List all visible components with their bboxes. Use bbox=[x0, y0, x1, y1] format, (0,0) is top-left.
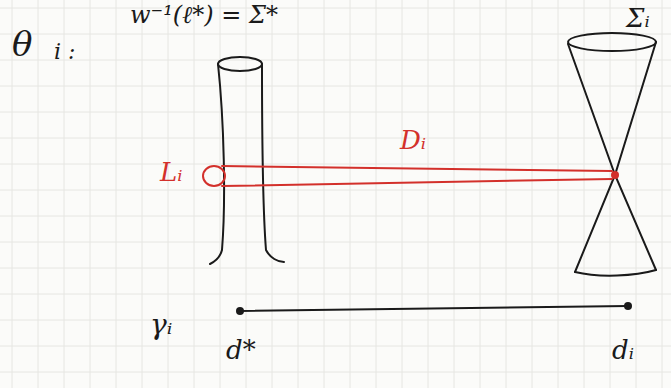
tube-top bbox=[218, 57, 262, 71]
disk-label: Dᵢ bbox=[400, 126, 426, 155]
cone-bottom bbox=[575, 270, 656, 276]
endpoint-dot bbox=[624, 302, 632, 310]
cone-left bbox=[568, 44, 615, 272]
loop-label: Lᵢ bbox=[160, 158, 183, 187]
path-label: γᵢ bbox=[150, 310, 172, 341]
tube-right-side bbox=[262, 64, 284, 262]
loop-circle bbox=[203, 166, 225, 186]
segment bbox=[240, 306, 628, 311]
surface-label: Σᵢ bbox=[626, 4, 650, 33]
tube-left-side bbox=[210, 64, 224, 264]
vertex-dot bbox=[611, 171, 619, 179]
point-label: dᵢ bbox=[612, 336, 634, 365]
subscript-label: i : bbox=[54, 40, 75, 64]
disk-edge bbox=[222, 179, 612, 186]
cone-right bbox=[615, 42, 656, 270]
point-label: d* bbox=[226, 336, 256, 365]
theta-symbol: θ bbox=[12, 26, 32, 63]
disk-edge bbox=[222, 166, 612, 171]
equation-label: w⁻¹(ℓ*) = Σ* bbox=[130, 2, 278, 28]
cone-top bbox=[568, 33, 656, 51]
endpoint-dot bbox=[236, 307, 244, 315]
